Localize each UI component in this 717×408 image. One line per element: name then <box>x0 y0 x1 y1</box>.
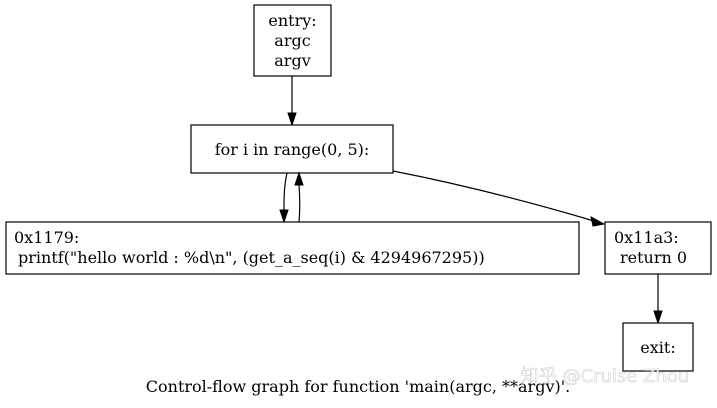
node-body-box <box>5 221 580 275</box>
node-entry-label-1: entry: <box>268 11 316 30</box>
node-ret-label-1: 0x11a3: <box>614 228 679 247</box>
node-body: 0x1179: printf("hello world : %d\n", (ge… <box>5 221 580 275</box>
arrowhead-entry-to-loop <box>287 112 297 127</box>
node-entry-box <box>253 4 332 77</box>
node-ret-box <box>604 221 712 275</box>
node-loop-box <box>190 124 394 174</box>
node-entry-label-3: argv <box>274 51 310 70</box>
node-body-label-2: printf("hello world : %d\n", (get_a_seq(… <box>18 248 485 267</box>
edge-entry-to-loop <box>287 76 297 127</box>
node-ret: 0x11a3: return 0 <box>604 221 712 275</box>
node-exit-label: exit: <box>640 338 675 357</box>
node-loop: for i in range(0, 5): <box>190 124 394 174</box>
arrowhead-body-to-loop <box>294 171 304 186</box>
watermark: 知乎 @Cruise Zhou <box>521 366 689 387</box>
edge-ret-to-exit <box>653 274 663 325</box>
node-entry: entry: argc argv <box>253 4 332 77</box>
node-ret-label-2: return 0 <box>620 248 687 267</box>
node-entry-label-2: argc <box>274 31 310 50</box>
edge-loop-to-ret <box>392 170 606 227</box>
graph-caption: Control-flow graph for function 'main(ar… <box>146 377 570 396</box>
edge-loop-to-body <box>279 172 289 224</box>
node-loop-label: for i in range(0, 5): <box>215 140 370 159</box>
arrowhead-loop-to-body <box>279 209 289 224</box>
edge-body-to-loop <box>294 171 304 223</box>
arrowhead-ret-to-exit <box>653 310 663 325</box>
node-exit: exit: <box>622 322 694 372</box>
arrowhead-loop-to-ret <box>590 216 606 227</box>
node-body-label-1: 0x1179: <box>14 228 79 247</box>
node-exit-box <box>622 322 694 372</box>
